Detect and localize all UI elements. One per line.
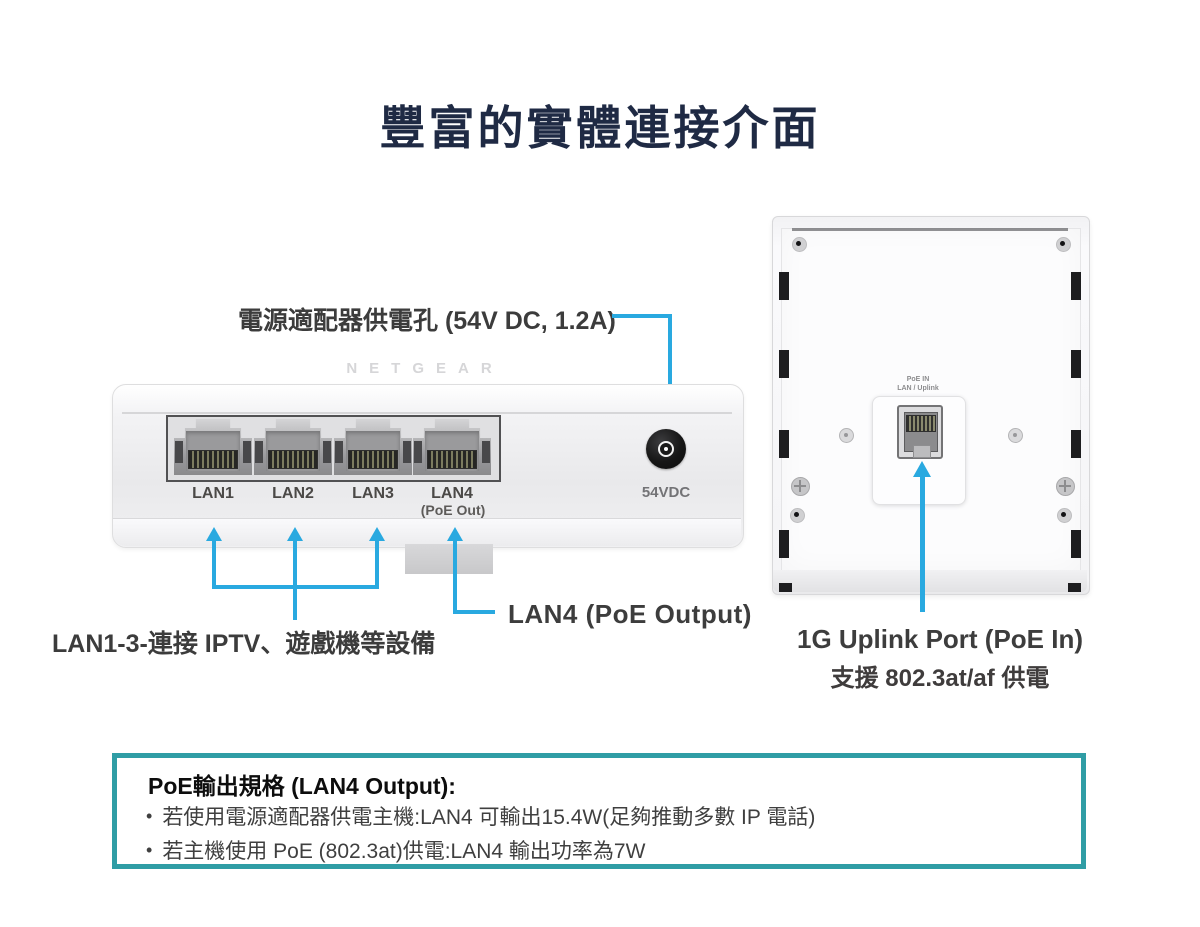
lan1-arrow-shaft <box>212 540 216 589</box>
port-label-lan2: LAN2 <box>272 485 314 502</box>
cross-screw-icon <box>1056 477 1075 496</box>
port-label-lan1: LAN1 <box>192 485 234 502</box>
wall-unit-bottom-lip <box>773 570 1087 592</box>
bullet-icon: • <box>146 806 153 826</box>
lan4-arrowhead-icon <box>447 527 463 541</box>
switch-face-edge <box>122 412 732 414</box>
switch-mounting-tab <box>405 544 493 574</box>
uplink-port-label-line2: LAN / Uplink <box>897 385 939 392</box>
poe-spec-bullet-2-text: 若主機使用 PoE (802.3at)供電:LAN4 輸出功率為7W <box>162 840 646 863</box>
lan4-callout-label: LAN4 (PoE Output) <box>508 599 752 629</box>
rj45-port-lan4-icon <box>413 419 491 475</box>
clip-icon <box>779 272 789 300</box>
lan13-callout-label: LAN1-3-連接 IPTV、遊戲機等設備 <box>52 630 436 658</box>
dc-power-jack-icon <box>646 429 686 469</box>
poe-spec-bullet-2: • 若主機使用 PoE (802.3at)供電:LAN4 輸出功率為7W <box>146 835 645 865</box>
lan2-arrow-shaft <box>293 540 297 620</box>
power-callout-line-vertical <box>668 314 672 406</box>
foot-tab-icon <box>1068 583 1081 592</box>
port-label-lan3: LAN3 <box>352 485 394 502</box>
clip-icon <box>1071 430 1081 458</box>
uplink-rj45-jack-icon <box>897 405 943 459</box>
uplink-arrowhead-icon <box>913 461 931 477</box>
bullet-icon: • <box>146 840 153 860</box>
poe-spec-bullet-1-text: 若使用電源適配器供電主機:LAN4 可輸出15.4W(足夠推動多數 IP 電話) <box>162 806 816 829</box>
lan4-arrow-shaft <box>453 540 457 614</box>
hex-nut-icon <box>1008 428 1023 443</box>
netgear-logo: NETGEAR <box>346 360 504 377</box>
power-callout-line-horizontal <box>612 314 672 318</box>
clip-icon <box>779 350 789 378</box>
lan123-connector-line <box>212 585 379 589</box>
port-label-lan4: LAN4 <box>431 485 473 502</box>
lan2-arrowhead-icon <box>287 527 303 541</box>
uplink-arrow-shaft <box>920 476 925 612</box>
wall-unit-top-edge <box>792 228 1068 231</box>
screw-icon <box>1056 237 1071 252</box>
clip-icon <box>779 530 789 558</box>
poe-spec-bullet-1: • 若使用電源適配器供電主機:LAN4 可輸出15.4W(足夠推動多數 IP 電話… <box>146 801 815 831</box>
rj45-port-lan1-icon <box>174 419 252 475</box>
hex-nut-icon <box>839 428 854 443</box>
page-title: 豐富的實體連接介面 <box>379 102 821 154</box>
clip-icon <box>1071 350 1081 378</box>
clip-icon <box>1071 530 1081 558</box>
cross-screw-icon <box>791 477 810 496</box>
uplink-callout-label-line2: 支援 802.3at/af 供電 <box>830 665 1050 692</box>
dc-jack-label: 54VDC <box>641 484 691 501</box>
poe-spec-heading: PoE輸出規格 (LAN4 Output): <box>148 773 456 799</box>
screw-icon <box>792 237 807 252</box>
rj45-port-lan2-icon <box>254 419 332 475</box>
lan4-elbow-line <box>453 610 495 614</box>
lan1-arrowhead-icon <box>206 527 222 541</box>
screw-icon <box>1057 508 1072 523</box>
screw-icon <box>790 508 805 523</box>
port-sublabel-poe-out: (PoE Out) <box>420 502 486 518</box>
lan3-arrow-shaft <box>375 540 379 589</box>
uplink-port-label-line1: PoE IN <box>906 376 930 383</box>
lan3-arrowhead-icon <box>369 527 385 541</box>
rj45-port-lan3-icon <box>334 419 412 475</box>
clip-icon <box>1071 272 1081 300</box>
foot-tab-icon <box>779 583 792 592</box>
uplink-callout-label-line1: 1G Uplink Port (PoE In) <box>796 624 1083 654</box>
poe-spec-box <box>112 753 1086 869</box>
clip-icon <box>779 430 789 458</box>
power-callout-label: 電源適配器供電孔 (54V DC, 1.2A) <box>238 307 616 335</box>
